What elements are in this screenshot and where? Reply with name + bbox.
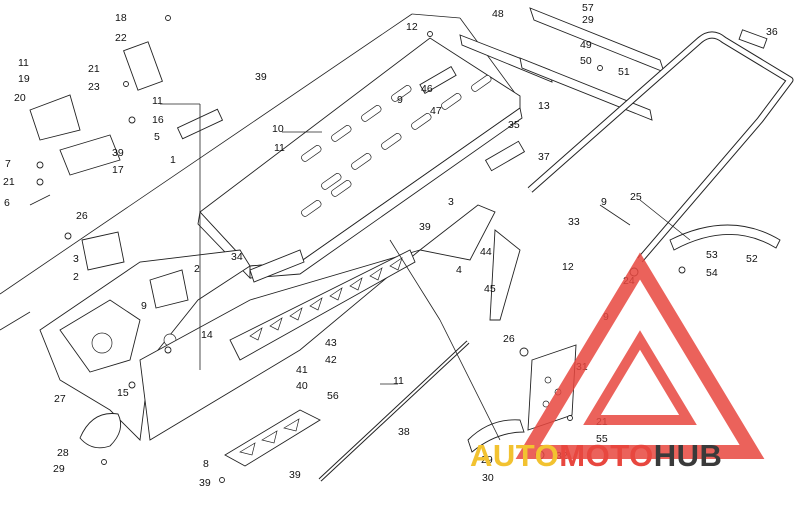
footrest-plate (224, 409, 321, 467)
callout-11: 11 (274, 142, 285, 154)
rear-bumper (527, 29, 794, 263)
running-board (229, 249, 416, 361)
frame-outline (0, 13, 521, 331)
callout-52: 52 (746, 253, 758, 265)
callout-47: 47 (430, 105, 442, 117)
end-cap-28 (79, 413, 122, 449)
callout-11: 11 (18, 57, 29, 69)
watermark-text-moto: MOTO (559, 438, 653, 473)
callout-2: 2 (194, 263, 200, 275)
callout-28: 28 (57, 447, 69, 459)
callout-54: 54 (706, 267, 718, 279)
callout-9: 9 (601, 196, 607, 208)
snow-flap (669, 224, 781, 251)
callout-39: 39 (112, 147, 124, 159)
callout-44: 44 (480, 246, 492, 258)
callout-6: 6 (4, 197, 10, 209)
callout-49: 49 (580, 39, 592, 51)
callout-30: 30 (482, 472, 494, 484)
watermark-logo: AUTOMOTOHUB (470, 252, 765, 473)
callout-51: 51 (618, 66, 630, 78)
callout-56: 56 (327, 390, 339, 402)
callout-57: 57 (582, 2, 594, 14)
callout-23: 23 (88, 81, 100, 93)
callout-50: 50 (580, 55, 592, 67)
callout-18: 18 (115, 12, 127, 24)
callout-29: 29 (53, 463, 65, 475)
callout-21: 21 (88, 63, 100, 75)
misc-parts (29, 41, 526, 321)
board-cutouts (249, 257, 403, 341)
leader-lines (29, 103, 691, 441)
callout-7: 7 (5, 158, 11, 170)
callout-1: 1 (170, 154, 176, 166)
callout-39: 39 (419, 221, 431, 233)
callout-39: 39 (289, 469, 301, 481)
callout-48: 48 (492, 8, 504, 20)
watermark-text-auto: AUTO (470, 438, 559, 473)
callout-13: 13 (538, 100, 550, 112)
callout-39: 39 (199, 477, 211, 489)
callout-40: 40 (296, 380, 308, 392)
callout-9: 9 (141, 300, 147, 312)
callout-9: 9 (397, 94, 403, 106)
callout-10: 10 (272, 123, 284, 135)
callout-5: 5 (154, 131, 160, 143)
callout-4: 4 (456, 264, 462, 276)
svg-text:AUTOMOTOHUB: AUTOMOTOHUB (470, 438, 722, 473)
callout-26: 26 (503, 333, 515, 345)
callout-12: 12 (406, 21, 418, 33)
callout-53: 53 (706, 249, 718, 261)
callout-36: 36 (766, 26, 778, 38)
callout-34: 34 (231, 251, 243, 263)
chassis-tunnel (197, 37, 523, 280)
callout-42: 42 (325, 354, 337, 366)
callout-11: 11 (393, 375, 404, 387)
callout-33: 33 (568, 216, 580, 228)
fasteners (36, 15, 686, 483)
callout-2: 2 (73, 271, 79, 283)
callout-15: 15 (117, 387, 129, 399)
callout-19: 19 (18, 73, 30, 85)
callout-55: 55 (596, 433, 608, 445)
callout-8: 8 (203, 458, 209, 470)
callout-3: 3 (448, 196, 454, 208)
rear-bracket (459, 7, 665, 121)
callout-22: 22 (115, 32, 127, 44)
callout-27: 27 (54, 393, 66, 405)
callout-35: 35 (508, 119, 520, 131)
callout-20: 20 (14, 92, 26, 104)
callout-39: 39 (255, 71, 267, 83)
tunnel-slots (301, 75, 492, 217)
callout-29: 29 (481, 454, 493, 466)
callout-25: 25 (630, 191, 642, 203)
callout-21: 21 (3, 176, 15, 188)
callout-17: 17 (112, 164, 124, 176)
callout-29: 29 (582, 14, 594, 26)
callout-26: 26 (76, 210, 88, 222)
callout-37: 37 (538, 151, 550, 163)
callout-38: 38 (398, 426, 410, 438)
watermark-triangle-icon (515, 252, 765, 459)
callout-46: 46 (421, 83, 433, 95)
callout-12: 12 (562, 261, 574, 273)
callout-16: 16 (152, 114, 164, 126)
step-pad-30 (467, 419, 525, 453)
callout-45: 45 (484, 283, 496, 295)
callout-41: 41 (296, 364, 308, 376)
callout-3: 3 (73, 253, 79, 265)
callout-43: 43 (325, 337, 337, 349)
rod-38 (318, 340, 470, 482)
callout-11: 11 (152, 95, 163, 107)
callout-14: 14 (201, 329, 213, 341)
watermark-text-hub: HUB (654, 438, 723, 473)
